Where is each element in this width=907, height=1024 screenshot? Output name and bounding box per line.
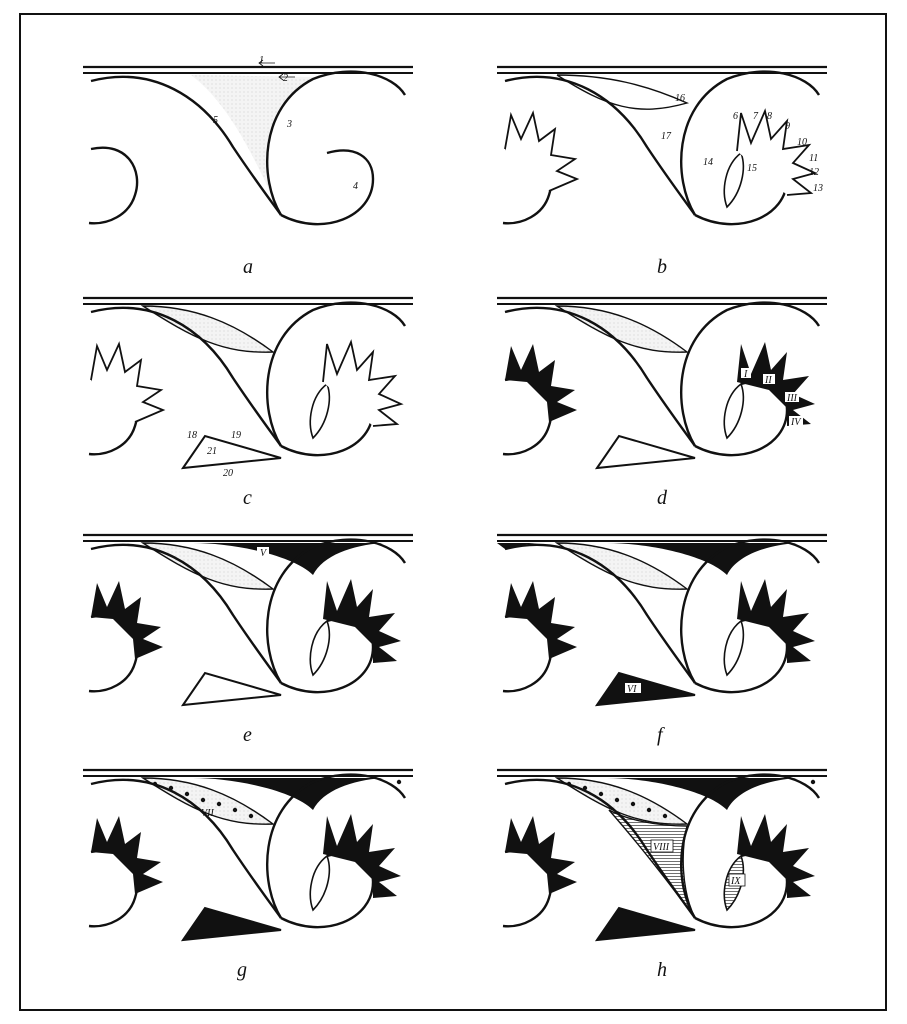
panel-label-g: g (237, 959, 247, 981)
panel-label-b: b (657, 256, 667, 278)
stroke-number-6: 6 (733, 111, 738, 122)
stroke-number-12: 12 (809, 167, 819, 178)
stroke-number-20: 20 (223, 468, 233, 479)
stroke-number-19: 19 (231, 430, 241, 441)
roman-numeral-VI: VI (627, 684, 637, 695)
panel-b: 6 7 8 9 10 11 12 13 14 15 16 17 b (497, 65, 827, 278)
roman-numeral-VII: VII (201, 808, 214, 819)
stroke-number-21: 21 (207, 446, 217, 457)
roman-numeral-II: II (764, 375, 772, 386)
roman-numeral-I: I (743, 369, 748, 380)
roman-numeral-IX: IX (730, 876, 741, 887)
panel-e: V e (83, 533, 413, 746)
roman-numeral-III: III (786, 393, 798, 404)
stroke-number-18: 18 (187, 430, 197, 441)
panel-a: 1 2 3 4 5 a (83, 55, 413, 278)
stroke-number-10: 10 (797, 137, 807, 148)
panel-label-f: f (657, 724, 665, 746)
stroke-number-17: 17 (661, 131, 672, 142)
stroke-number-7: 7 (753, 111, 759, 122)
panel-label-e: e (243, 724, 252, 746)
stroke-number-8: 8 (767, 111, 772, 122)
stroke-number-15: 15 (747, 163, 757, 174)
roman-numeral-IV: IV (790, 417, 802, 428)
stroke-number-13: 13 (813, 183, 823, 194)
panel-g: VII g (83, 768, 413, 981)
stroke-number-14: 14 (703, 157, 713, 168)
panel-label-a: a (243, 256, 253, 278)
stroke-number-3: 3 (286, 119, 292, 130)
stroke-number-4: 4 (353, 181, 358, 192)
stroke-number-11: 11 (809, 153, 818, 164)
stroke-number-16: 16 (675, 93, 685, 104)
panel-f: VI f (497, 533, 827, 746)
plate-border (19, 13, 887, 1011)
panel-d: I II III IV d (497, 296, 827, 509)
panel-label-c: c (243, 487, 252, 509)
stroke-number-9: 9 (785, 121, 790, 132)
stroke-number-5: 5 (213, 115, 218, 126)
stroke-number-1: 1 (259, 55, 264, 66)
panel-h: VIII IX h (497, 768, 827, 981)
panel-label-d: d (657, 487, 668, 509)
panel-c: 18 19 20 21 c (83, 296, 413, 509)
roman-numeral-VIII: VIII (653, 842, 670, 853)
roman-numeral-V: V (260, 548, 268, 559)
stroke-number-2: 2 (283, 73, 288, 84)
panel-label-h: h (657, 959, 667, 981)
